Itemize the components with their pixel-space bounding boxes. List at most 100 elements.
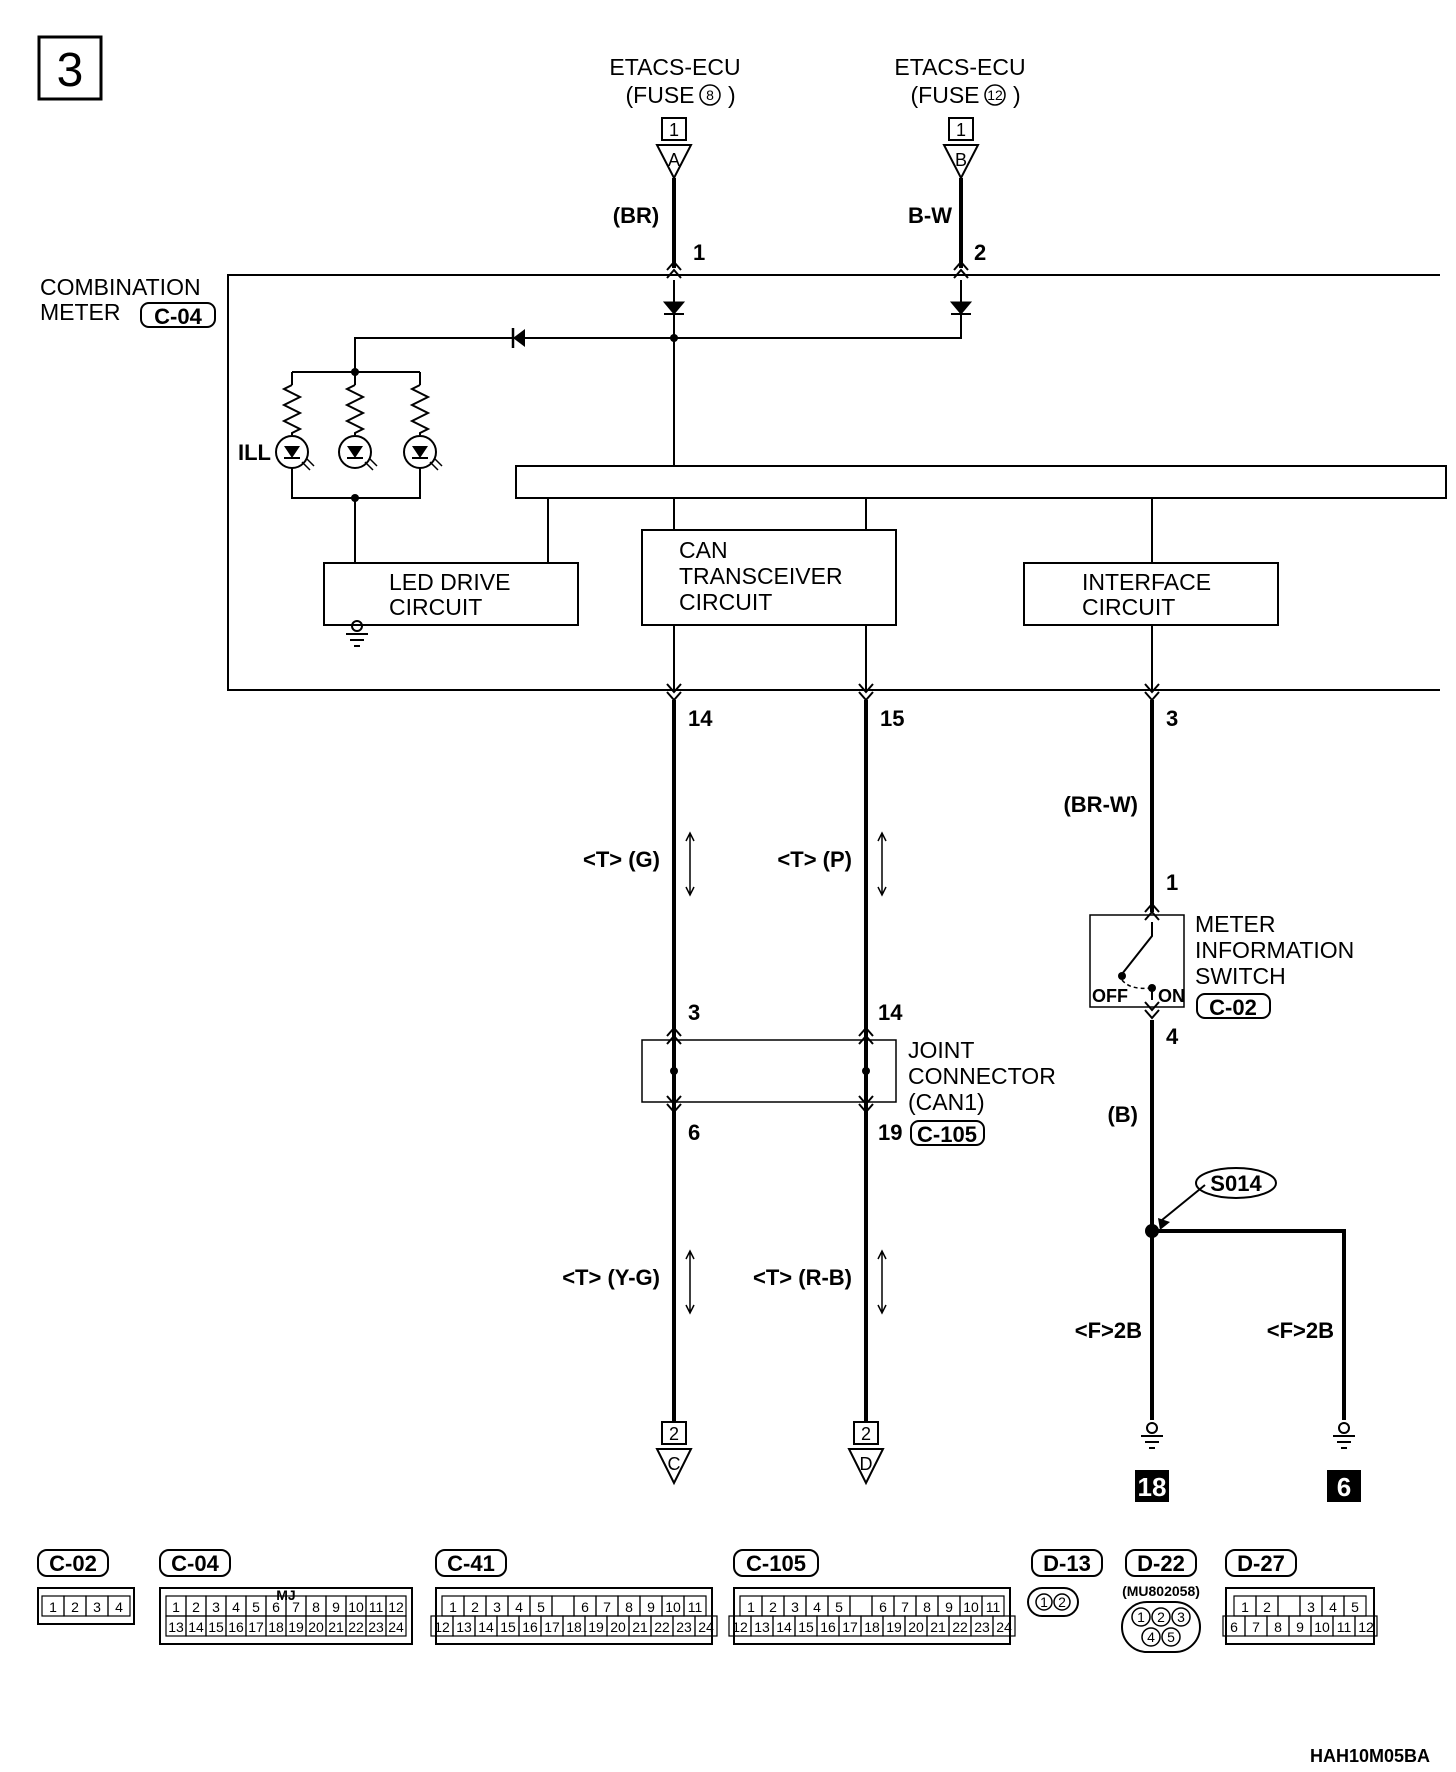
- svg-text:13: 13: [754, 1619, 770, 1635]
- svg-text:18: 18: [268, 1619, 284, 1635]
- svg-text:(BR-W): (BR-W): [1063, 792, 1138, 817]
- svg-text:CAN: CAN: [679, 537, 728, 563]
- svg-text:17: 17: [544, 1619, 560, 1635]
- svg-text:MJ: MJ: [276, 1587, 295, 1603]
- svg-text:6: 6: [1230, 1619, 1238, 1635]
- svg-text:SWITCH: SWITCH: [1195, 963, 1286, 989]
- source-etacs-fuse8: ETACS-ECU (FUSE 8 ) 1 A (BR) 1: [609, 54, 740, 265]
- svg-text:6: 6: [879, 1599, 887, 1615]
- svg-text:): ): [728, 82, 736, 108]
- svg-text:23: 23: [368, 1619, 384, 1635]
- svg-text:12: 12: [388, 1599, 404, 1615]
- can-transceiver-circuit-block: CAN TRANSCEIVER CIRCUIT: [641, 529, 897, 626]
- page-number-badge: 3: [37, 35, 103, 101]
- svg-text:20: 20: [308, 1619, 324, 1635]
- svg-text:3: 3: [1307, 1599, 1315, 1615]
- page-ref-d: 2 D: [847, 1421, 885, 1486]
- svg-text:6: 6: [688, 1120, 700, 1145]
- svg-text:18: 18: [1138, 1472, 1167, 1502]
- interface-circuit-block: INTERFACE CIRCUIT: [1023, 562, 1279, 626]
- svg-text:2: 2: [192, 1599, 200, 1615]
- svg-text:C-04: C-04: [154, 304, 202, 329]
- svg-text:COMBINATION: COMBINATION: [40, 274, 201, 300]
- svg-text:1: 1: [449, 1599, 457, 1615]
- connector-name: D-13: [1043, 1551, 1091, 1576]
- svg-text:3: 3: [688, 1000, 700, 1025]
- svg-text:10: 10: [348, 1599, 364, 1615]
- svg-text:1: 1: [956, 120, 966, 140]
- svg-text:1: 1: [747, 1599, 755, 1615]
- svg-text:1: 1: [693, 240, 705, 265]
- svg-text:8: 8: [706, 87, 714, 103]
- svg-text:<F>2B: <F>2B: [1075, 1318, 1142, 1343]
- svg-text:12: 12: [732, 1619, 748, 1635]
- svg-text:24: 24: [388, 1619, 404, 1635]
- svg-text:15: 15: [500, 1619, 516, 1635]
- svg-text:8: 8: [312, 1599, 320, 1615]
- connector-name: C-41: [447, 1551, 495, 1576]
- svg-text:METER: METER: [40, 299, 121, 325]
- svg-text:1: 1: [1137, 1609, 1145, 1625]
- svg-text:A: A: [668, 150, 680, 170]
- svg-text:5: 5: [537, 1599, 545, 1615]
- svg-text:3: 3: [1166, 706, 1178, 731]
- svg-text:6: 6: [1337, 1472, 1351, 1502]
- svg-text:ON: ON: [1158, 986, 1185, 1006]
- svg-text:21: 21: [930, 1619, 946, 1635]
- svg-text:B-W: B-W: [908, 203, 952, 228]
- svg-text:(B): (B): [1107, 1102, 1138, 1127]
- svg-text:15: 15: [880, 706, 904, 731]
- figure-code: HAH10M05BA: [1310, 1746, 1430, 1766]
- svg-text:18: 18: [864, 1619, 880, 1635]
- svg-text:5: 5: [835, 1599, 843, 1615]
- svg-text:10: 10: [1314, 1619, 1330, 1635]
- svg-text:4: 4: [232, 1599, 240, 1615]
- svg-text:14: 14: [878, 1000, 903, 1025]
- svg-text:15: 15: [798, 1619, 814, 1635]
- svg-text:1: 1: [669, 120, 679, 140]
- connector-name: D-27: [1237, 1551, 1285, 1576]
- svg-text:2: 2: [71, 1599, 79, 1615]
- svg-text:8: 8: [625, 1599, 633, 1615]
- svg-text:3: 3: [791, 1599, 799, 1615]
- svg-text:20: 20: [610, 1619, 626, 1635]
- svg-text:22: 22: [952, 1619, 968, 1635]
- svg-text:10: 10: [963, 1599, 979, 1615]
- svg-text:19: 19: [588, 1619, 604, 1635]
- svg-text:15: 15: [208, 1619, 224, 1635]
- ill-led-array: ILL: [238, 368, 443, 563]
- svg-text:1: 1: [1040, 1594, 1048, 1610]
- svg-text:2: 2: [1157, 1609, 1165, 1625]
- connector-name: C-02: [49, 1551, 97, 1576]
- svg-text:CIRCUIT: CIRCUIT: [679, 589, 772, 615]
- led-drive-circuit-block: LED DRIVE CIRCUIT: [323, 562, 579, 647]
- svg-text:3: 3: [493, 1599, 501, 1615]
- svg-text:24: 24: [698, 1619, 714, 1635]
- svg-text:CIRCUIT: CIRCUIT: [1082, 594, 1175, 620]
- svg-text:7: 7: [901, 1599, 909, 1615]
- svg-text:13: 13: [456, 1619, 472, 1635]
- svg-text:C-02: C-02: [1209, 995, 1257, 1020]
- svg-text:ILL: ILL: [238, 440, 271, 465]
- connector-name: C-105: [746, 1551, 806, 1576]
- svg-text:23: 23: [974, 1619, 990, 1635]
- svg-text:18: 18: [566, 1619, 582, 1635]
- svg-text:3: 3: [93, 1599, 101, 1615]
- joint-connector-can1: 3 14 6 19 JOINT CONNECTOR (CAN1) C-105: [641, 1000, 1056, 1147]
- svg-text:12: 12: [987, 87, 1003, 103]
- svg-text:1: 1: [49, 1599, 57, 1615]
- svg-text:19: 19: [886, 1619, 902, 1635]
- svg-text:16: 16: [228, 1619, 244, 1635]
- svg-text:CONNECTOR: CONNECTOR: [908, 1063, 1056, 1089]
- svg-text:4: 4: [115, 1599, 123, 1615]
- svg-text:9: 9: [332, 1599, 340, 1615]
